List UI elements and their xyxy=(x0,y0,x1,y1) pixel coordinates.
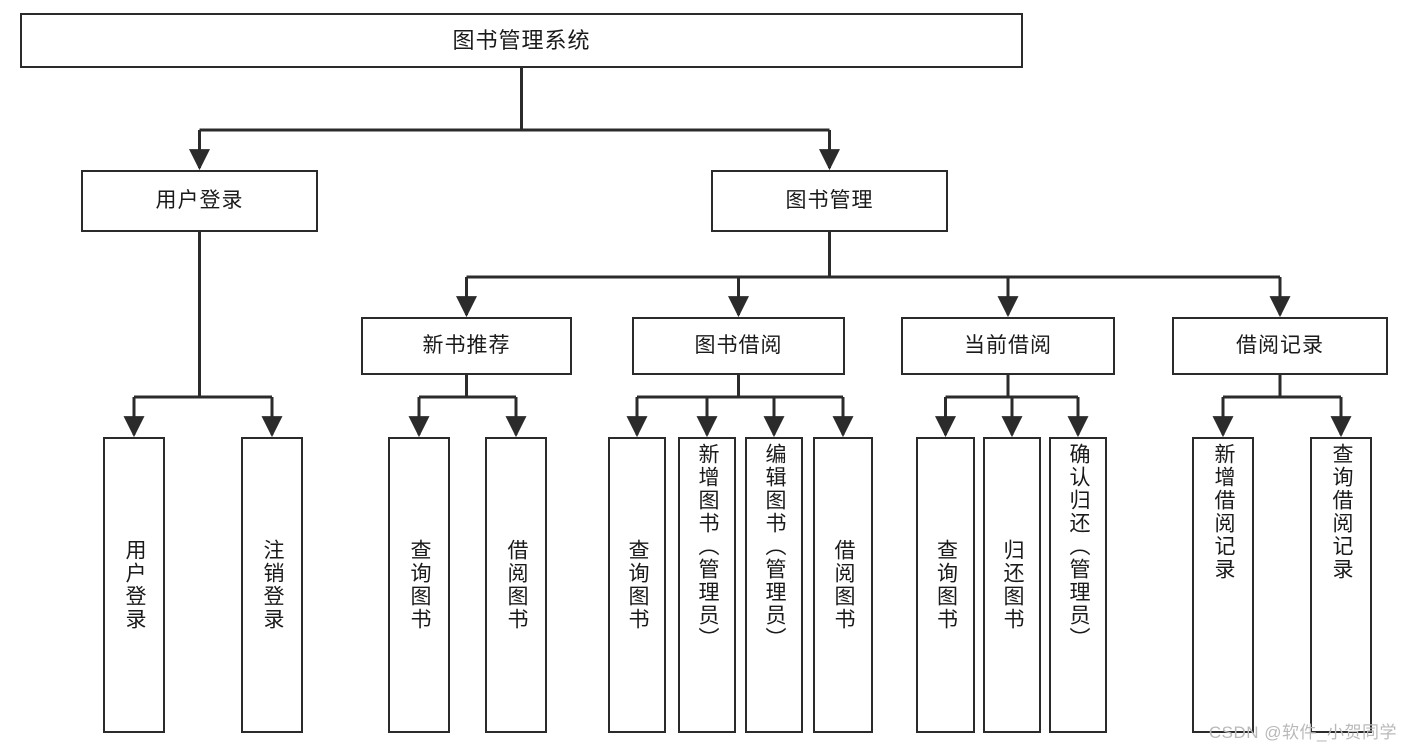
node-book-borrow[interactable]: 图书借阅 xyxy=(632,317,845,375)
node-label: 新书推荐 xyxy=(422,333,511,357)
node-label: 确认归还（管理员） xyxy=(1067,443,1091,650)
node-label: 编辑图书（管理员） xyxy=(763,443,787,650)
csdn-watermark: CSDN @软件_小贺同学 xyxy=(1208,723,1397,742)
node-label: 图书管理系统 xyxy=(452,27,591,53)
node-new-book-rec[interactable]: 新书推荐 xyxy=(361,317,572,375)
node-leaf-confirm-return[interactable]: 确认归还（管理员） xyxy=(1049,437,1107,733)
node-label: 归还图书 xyxy=(1001,539,1025,631)
node-label: 借阅记录 xyxy=(1236,333,1324,357)
node-label: 查询图书 xyxy=(408,539,432,631)
node-leaf-add-book[interactable]: 新增图书（管理员） xyxy=(678,437,736,733)
node-label: 查询图书 xyxy=(626,539,650,631)
node-leaf-user-logout[interactable]: 注销登录 xyxy=(241,437,303,733)
node-label: 查询借阅记录 xyxy=(1330,443,1354,581)
node-user-login[interactable]: 用户登录 xyxy=(81,170,318,232)
node-label: 借阅图书 xyxy=(505,539,529,631)
node-leaf-user-login[interactable]: 用户登录 xyxy=(103,437,165,733)
node-label: 新增图书（管理员） xyxy=(696,443,720,650)
node-label: 借阅图书 xyxy=(832,539,856,631)
node-label: 新增借阅记录 xyxy=(1212,443,1236,581)
node-label: 注销登录 xyxy=(261,539,285,631)
node-leaf-borrow-book-2[interactable]: 借阅图书 xyxy=(813,437,873,733)
node-label: 用户登录 xyxy=(123,539,147,631)
node-leaf-add-record[interactable]: 新增借阅记录 xyxy=(1192,437,1254,733)
node-leaf-query-book-3[interactable]: 查询图书 xyxy=(916,437,975,733)
node-book-manage[interactable]: 图书管理 xyxy=(711,170,948,232)
node-label: 图书借阅 xyxy=(694,333,783,357)
node-current-borrow[interactable]: 当前借阅 xyxy=(901,317,1115,375)
node-leaf-query-record[interactable]: 查询借阅记录 xyxy=(1310,437,1372,733)
node-root[interactable]: 图书管理系统 xyxy=(20,13,1023,68)
node-label: 图书管理 xyxy=(785,188,874,212)
node-leaf-return-book[interactable]: 归还图书 xyxy=(983,437,1041,733)
node-leaf-query-book-1[interactable]: 查询图书 xyxy=(388,437,450,733)
node-label: 查询图书 xyxy=(934,539,958,631)
node-leaf-edit-book[interactable]: 编辑图书（管理员） xyxy=(745,437,803,733)
node-leaf-borrow-book-1[interactable]: 借阅图书 xyxy=(485,437,547,733)
node-label: 当前借阅 xyxy=(964,333,1052,357)
node-label: 用户登录 xyxy=(155,188,244,212)
tree-connectors xyxy=(123,68,1352,438)
node-leaf-query-book-2[interactable]: 查询图书 xyxy=(608,437,666,733)
node-borrow-record[interactable]: 借阅记录 xyxy=(1172,317,1388,375)
